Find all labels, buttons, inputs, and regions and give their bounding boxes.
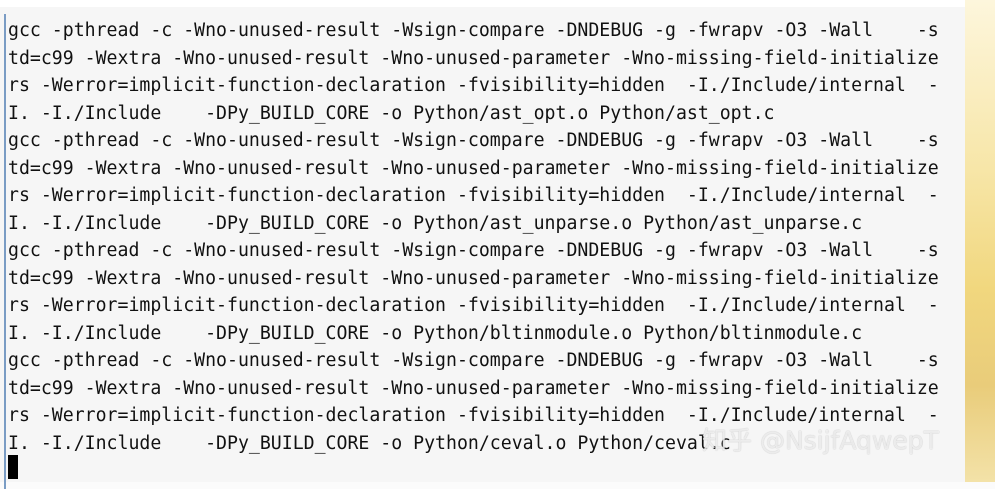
output-line: rs -Werror=implicit-function-declaration… xyxy=(8,295,939,316)
output-line: I. -I./Include -DPy_BUILD_CORE -o Python… xyxy=(8,212,863,234)
terminal-cursor xyxy=(8,455,18,479)
output-line: td=c99 -Wextra -Wno-unused-result -Wno-u… xyxy=(8,47,939,69)
output-line: td=c99 -Wextra -Wno-unused-result -Wno-u… xyxy=(8,377,939,399)
output-line: I. -I./Include -DPy_BUILD_CORE -o Python… xyxy=(8,322,863,344)
output-line: td=c99 -Wextra -Wno-unused-result -Wno-u… xyxy=(8,267,939,289)
output-line: I. -I./Include -DPy_BUILD_CORE -o Python… xyxy=(8,102,775,124)
watermark: 知乎 @NsijfAqwepT xyxy=(702,426,939,455)
output-line: I. -I./Include -DPy_BUILD_CORE -o Python… xyxy=(8,432,731,454)
output-line: gcc -pthread -c -Wno-unused-result -Wsig… xyxy=(8,130,939,151)
terminal-output: gcc -pthread -c -Wno-unused-result -Wsig… xyxy=(8,17,939,457)
output-line: rs -Werror=implicit-function-declaration… xyxy=(8,75,939,96)
output-line: td=c99 -Wextra -Wno-unused-result -Wno-u… xyxy=(8,157,939,179)
terminal-window[interactable]: gcc -pthread -c -Wno-unused-result -Wsig… xyxy=(0,0,965,489)
output-line: gcc -pthread -c -Wno-unused-result -Wsig… xyxy=(8,240,939,261)
output-line: rs -Werror=implicit-function-declaration… xyxy=(8,405,939,426)
desktop-background xyxy=(965,0,995,482)
output-line: gcc -pthread -c -Wno-unused-result -Wsig… xyxy=(8,20,939,41)
output-line: rs -Werror=implicit-function-declaration… xyxy=(8,185,939,206)
terminal-left-border xyxy=(4,14,6,489)
output-line: gcc -pthread -c -Wno-unused-result -Wsig… xyxy=(8,350,939,371)
